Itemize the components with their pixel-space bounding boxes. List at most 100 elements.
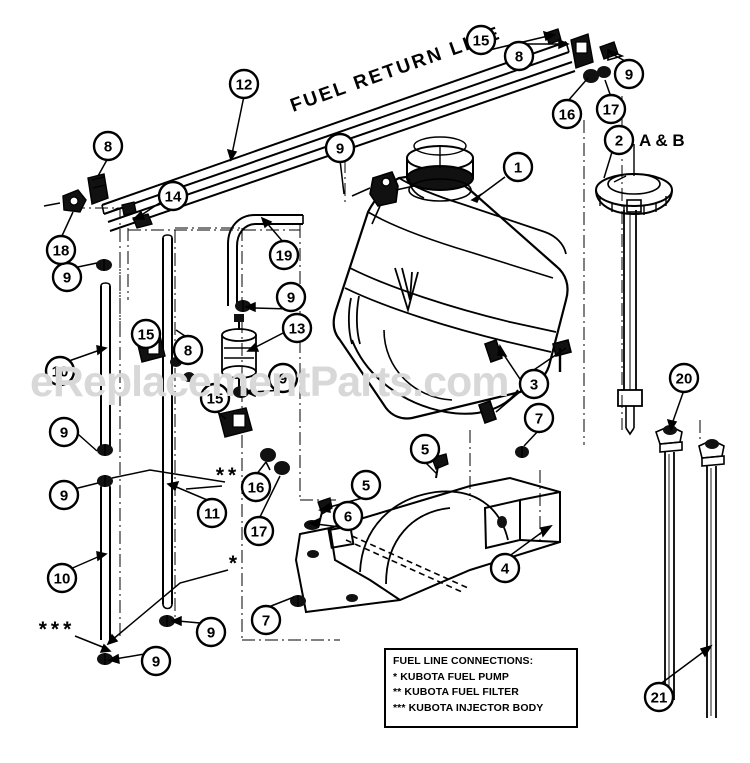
callout-number: 8: [184, 343, 192, 360]
callout-circle: [324, 132, 356, 164]
callout-15[interactable]: 15: [130, 318, 162, 350]
callout-circle: [668, 362, 700, 394]
callout-13[interactable]: 13: [281, 312, 313, 344]
callout-7[interactable]: 7: [523, 402, 555, 434]
callout-number: 6: [344, 509, 352, 526]
fuel-cap-gauge-assembly: [595, 144, 673, 436]
callout-circle: [48, 416, 80, 448]
callout-circle: [281, 312, 313, 344]
callout-circle: [551, 98, 583, 130]
callout-1[interactable]: 1: [502, 151, 534, 183]
callout-10[interactable]: 10: [46, 562, 78, 594]
callout-3[interactable]: 3: [518, 368, 550, 400]
callout-circle: [196, 497, 228, 529]
callout-2[interactable]: 2 A & B: [603, 124, 685, 156]
callout-10[interactable]: 10: [44, 355, 76, 387]
callout-20[interactable]: 20: [668, 362, 700, 394]
callout-number: 14: [165, 189, 182, 206]
callout-number: 18: [53, 243, 70, 260]
callout-number: 5: [421, 442, 429, 459]
callout-11[interactable]: 11: [196, 497, 228, 529]
callout-18[interactable]: 18: [45, 234, 77, 266]
callout-number: 9: [207, 625, 215, 642]
callout-17[interactable]: 17: [595, 93, 627, 125]
callout-circle: [643, 681, 675, 713]
callout-suffix-label: A & B: [639, 131, 685, 150]
callout-8[interactable]: 8: [92, 130, 124, 162]
callout-number: 12: [236, 77, 253, 94]
callout-number: 7: [262, 613, 270, 630]
callout-9[interactable]: 9: [48, 479, 80, 511]
callout-9[interactable]: 9: [613, 58, 645, 90]
callout-number: 19: [276, 248, 293, 265]
callout-number: 15: [207, 391, 224, 408]
callout-circle: [157, 180, 189, 212]
fuel-line-10-lower: [100, 483, 111, 640]
callout-19[interactable]: 19: [268, 239, 300, 271]
callout-circle: [489, 552, 521, 584]
callout-circle: [240, 471, 272, 503]
callout-5[interactable]: 5: [409, 433, 441, 465]
fuel-tank-filler-neck: [406, 136, 474, 202]
asterisk-marker: ***: [39, 618, 76, 641]
callout-9[interactable]: 9: [267, 362, 299, 394]
fuel-line-10-upper: [100, 282, 111, 448]
callout-number: 15: [473, 33, 490, 50]
callout-number: 9: [60, 425, 68, 442]
callout-4[interactable]: 4: [489, 552, 521, 584]
callout-circle: [195, 616, 227, 648]
callout-number: 9: [279, 371, 287, 388]
callout-number: 9: [152, 654, 160, 671]
callout-9[interactable]: 9: [48, 416, 80, 448]
callout-6[interactable]: 6: [332, 500, 364, 532]
callout-circle: [465, 24, 497, 56]
asterisk-markers: ******: [39, 464, 237, 641]
fuel-line-11: [162, 234, 173, 610]
callout-7[interactable]: 7: [250, 604, 282, 636]
legend-line-injector: *** KUBOTA INJECTOR BODY: [393, 701, 544, 714]
callout-number: 4: [501, 561, 510, 578]
callout-12[interactable]: 12: [228, 68, 260, 100]
callout-circle: [199, 382, 231, 414]
callout-circle: [267, 362, 299, 394]
callout-21[interactable]: 21: [643, 681, 675, 713]
callout-5[interactable]: 5: [350, 469, 382, 501]
callout-circle: [518, 368, 550, 400]
callout-circle: [46, 562, 78, 594]
callout-number: 8: [104, 139, 112, 156]
callout-number: 16: [559, 107, 576, 124]
callout-9[interactable]: 9: [324, 132, 356, 164]
callout-14[interactable]: 14: [157, 180, 189, 212]
callout-8[interactable]: 8: [172, 334, 204, 366]
callout-9[interactable]: 9: [195, 616, 227, 648]
callout-9[interactable]: 9: [275, 281, 307, 313]
callout-circle: [603, 124, 635, 156]
callout-number: 10: [52, 364, 69, 381]
callout-15[interactable]: 15: [199, 382, 231, 414]
callout-15[interactable]: 15: [465, 24, 497, 56]
callout-16[interactable]: 16: [240, 471, 272, 503]
callout-circle: [92, 130, 124, 162]
callout-9[interactable]: 9: [140, 645, 172, 677]
legend-heading: FUEL LINE CONNECTIONS:: [393, 655, 534, 667]
callout-number: 9: [63, 270, 71, 287]
callout-circle: [268, 239, 300, 271]
callout-circle: [130, 318, 162, 350]
callout-number: 3: [530, 377, 538, 394]
callout-number: 9: [60, 488, 68, 505]
callout-number: 20: [676, 371, 693, 388]
callout-number: 9: [287, 290, 295, 307]
callout-9[interactable]: 9: [51, 261, 83, 293]
tank-rubber-mounts: [477, 338, 572, 425]
callout-16[interactable]: 16: [551, 98, 583, 130]
callout-number: 10: [54, 571, 71, 588]
callout-circle: [332, 500, 364, 532]
callout-8[interactable]: 8: [503, 40, 535, 72]
callout-circle: [595, 93, 627, 125]
callout-17[interactable]: 17: [243, 515, 275, 547]
callout-circle: [613, 58, 645, 90]
callout-number: 2: [615, 133, 623, 150]
long-bolt-21: [698, 439, 725, 718]
legend-line-filter: ** KUBOTA FUEL FILTER: [393, 686, 519, 698]
